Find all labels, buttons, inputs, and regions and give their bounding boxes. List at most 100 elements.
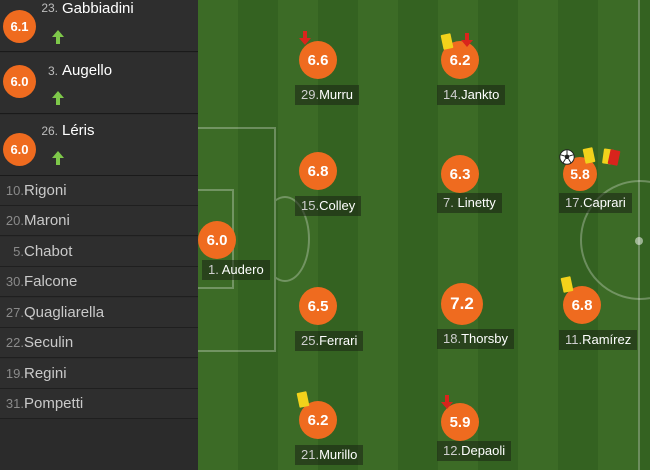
yellow-card-icon: [440, 33, 454, 50]
player-rating: 5.9: [441, 403, 479, 441]
player-ramirez[interactable]: 6.8 11.Ramírez: [559, 286, 650, 356]
player-rating: 6.0: [3, 65, 36, 98]
bench-row-seculin[interactable]: 22. Seculin: [0, 328, 198, 358]
player-name: Seculin: [24, 334, 74, 351]
player-rating: 6.0: [3, 133, 36, 166]
player-name: Pompetti: [24, 395, 84, 412]
player-name: Audero: [221, 262, 264, 277]
player-name: Chabot: [24, 243, 73, 260]
sub-row-augello[interactable]: 6.0 3. Augello: [0, 53, 198, 114]
bench-row-chabot[interactable]: 5. Chabot: [0, 237, 198, 267]
player-jankto[interactable]: 6.2 14.Jankto: [437, 41, 531, 111]
player-number: 10.: [5, 183, 24, 198]
center-spot: [635, 237, 643, 245]
player-number: 27.: [5, 305, 24, 320]
player-ferrari[interactable]: 6.5 25.Ferrari: [295, 287, 389, 357]
soccer-ball-icon: [559, 149, 575, 165]
player-number: 20.: [5, 213, 24, 228]
sub-in-arrow-icon: [52, 151, 64, 165]
player-number: 22.: [5, 335, 24, 350]
player-rating: 7.2: [441, 283, 483, 325]
player-label: 11.Ramírez: [559, 330, 638, 350]
player-label: 1. Audero: [202, 260, 270, 280]
bench-row-maroni[interactable]: 20. Maroni: [0, 206, 198, 236]
player-number: 31.: [5, 396, 24, 411]
player-number: 7.: [443, 195, 454, 210]
bench-row-regini[interactable]: 19. Regini: [0, 359, 198, 389]
player-number: 12.: [443, 443, 462, 458]
player-depaoli[interactable]: 5.9 12.Depaoli: [437, 403, 531, 470]
bench-row-pompetti[interactable]: 31. Pompetti: [0, 389, 198, 419]
player-name: Thorsby: [461, 331, 509, 346]
sub-row-leris[interactable]: 6.0 26. Léris: [0, 115, 198, 176]
player-thorsby[interactable]: 7.2 18.Thorsby: [437, 283, 531, 353]
player-name: Murillo: [319, 447, 358, 462]
player-name: Jankto: [461, 87, 500, 102]
player-label: 12.Depaoli: [437, 441, 512, 461]
player-name: Quagliarella: [24, 304, 105, 321]
sub-out-arrow-icon: [299, 31, 311, 45]
player-audero[interactable]: 6.0 1. Audero: [198, 221, 288, 291]
sub-row-gabbiadini[interactable]: 6.1 23. Gabbiadini: [0, 0, 198, 52]
player-number: 11.: [565, 332, 583, 347]
player-label: 29.Murru: [295, 85, 360, 105]
player-name: Murru: [319, 87, 354, 102]
player-linetty[interactable]: 6.3 7. Linetty: [437, 155, 531, 225]
player-label: 21.Murillo: [295, 445, 364, 465]
sub-out-arrow-icon: [441, 395, 453, 409]
player-name: Colley: [319, 198, 356, 213]
player-number: 3.: [47, 64, 58, 78]
player-label: 25.Ferrari: [295, 331, 364, 351]
player-number: 17.: [565, 195, 584, 210]
player-label: 17.Caprari: [559, 193, 632, 213]
player-caprari[interactable]: 5.8 17.Caprari: [559, 157, 650, 227]
player-name: Léris: [62, 122, 95, 139]
player-number: 14.: [443, 87, 462, 102]
player-murillo[interactable]: 6.2 21.Murillo: [295, 401, 389, 470]
player-name: Ferrari: [319, 333, 358, 348]
sub-in-arrow-icon: [52, 91, 64, 105]
player-number: 21.: [301, 447, 320, 462]
player-name: Depaoli: [461, 443, 506, 458]
player-number: 5.: [13, 244, 24, 259]
player-label: 15.Colley: [295, 196, 362, 216]
penalty-area: [198, 127, 276, 352]
bench-row-rigoni[interactable]: 10. Rigoni: [0, 176, 198, 206]
bench-row-quagliarella[interactable]: 27. Quagliarella: [0, 298, 198, 328]
player-name: Gabbiadini: [62, 0, 134, 17]
player-label: 14.Jankto: [437, 85, 506, 105]
bench-row-falcone[interactable]: 30. Falcone: [0, 267, 198, 297]
player-number: 25.: [301, 333, 320, 348]
player-name: Linetty: [457, 195, 496, 210]
player-number: 15.: [301, 198, 320, 213]
player-name: Ramírez: [582, 332, 632, 347]
player-number: 18.: [443, 331, 462, 346]
player-name: Falcone: [24, 273, 78, 290]
sub-out-arrow-icon: [461, 33, 473, 47]
sub-in-arrow-icon: [52, 30, 64, 44]
yellow-card-icon: [296, 391, 310, 408]
player-rating: 6.6: [299, 41, 337, 79]
player-name: Caprari: [583, 195, 626, 210]
player-number: 30.: [5, 274, 24, 289]
player-name: Maroni: [24, 212, 70, 229]
player-label: 18.Thorsby: [437, 329, 515, 349]
player-rating: 6.2: [299, 401, 337, 439]
player-rating: 6.5: [299, 287, 337, 325]
player-name: Rigoni: [24, 182, 67, 199]
player-number: 23.: [41, 1, 58, 15]
pitch: 6.0 1. Audero 6.6 29.Murru 6.8 15.Colley…: [198, 0, 650, 470]
player-rating: 6.3: [441, 155, 479, 193]
player-rating: 6.1: [3, 10, 36, 43]
player-rating: 6.0: [198, 221, 236, 259]
substitutes-panel: 6.1 23. Gabbiadini 6.0 3. Augello 6.0 26…: [0, 0, 198, 470]
player-label: 7. Linetty: [437, 193, 502, 213]
player-number: 1.: [208, 262, 219, 277]
player-murru[interactable]: 6.6 29.Murru: [295, 41, 389, 111]
yellow-card-icon: [582, 147, 596, 164]
player-colley[interactable]: 6.8 15.Colley: [295, 152, 389, 222]
player-number: 29.: [301, 87, 320, 102]
player-rating: 6.8: [563, 286, 601, 324]
player-number: 19.: [5, 366, 24, 381]
player-number: 26.: [41, 124, 58, 138]
